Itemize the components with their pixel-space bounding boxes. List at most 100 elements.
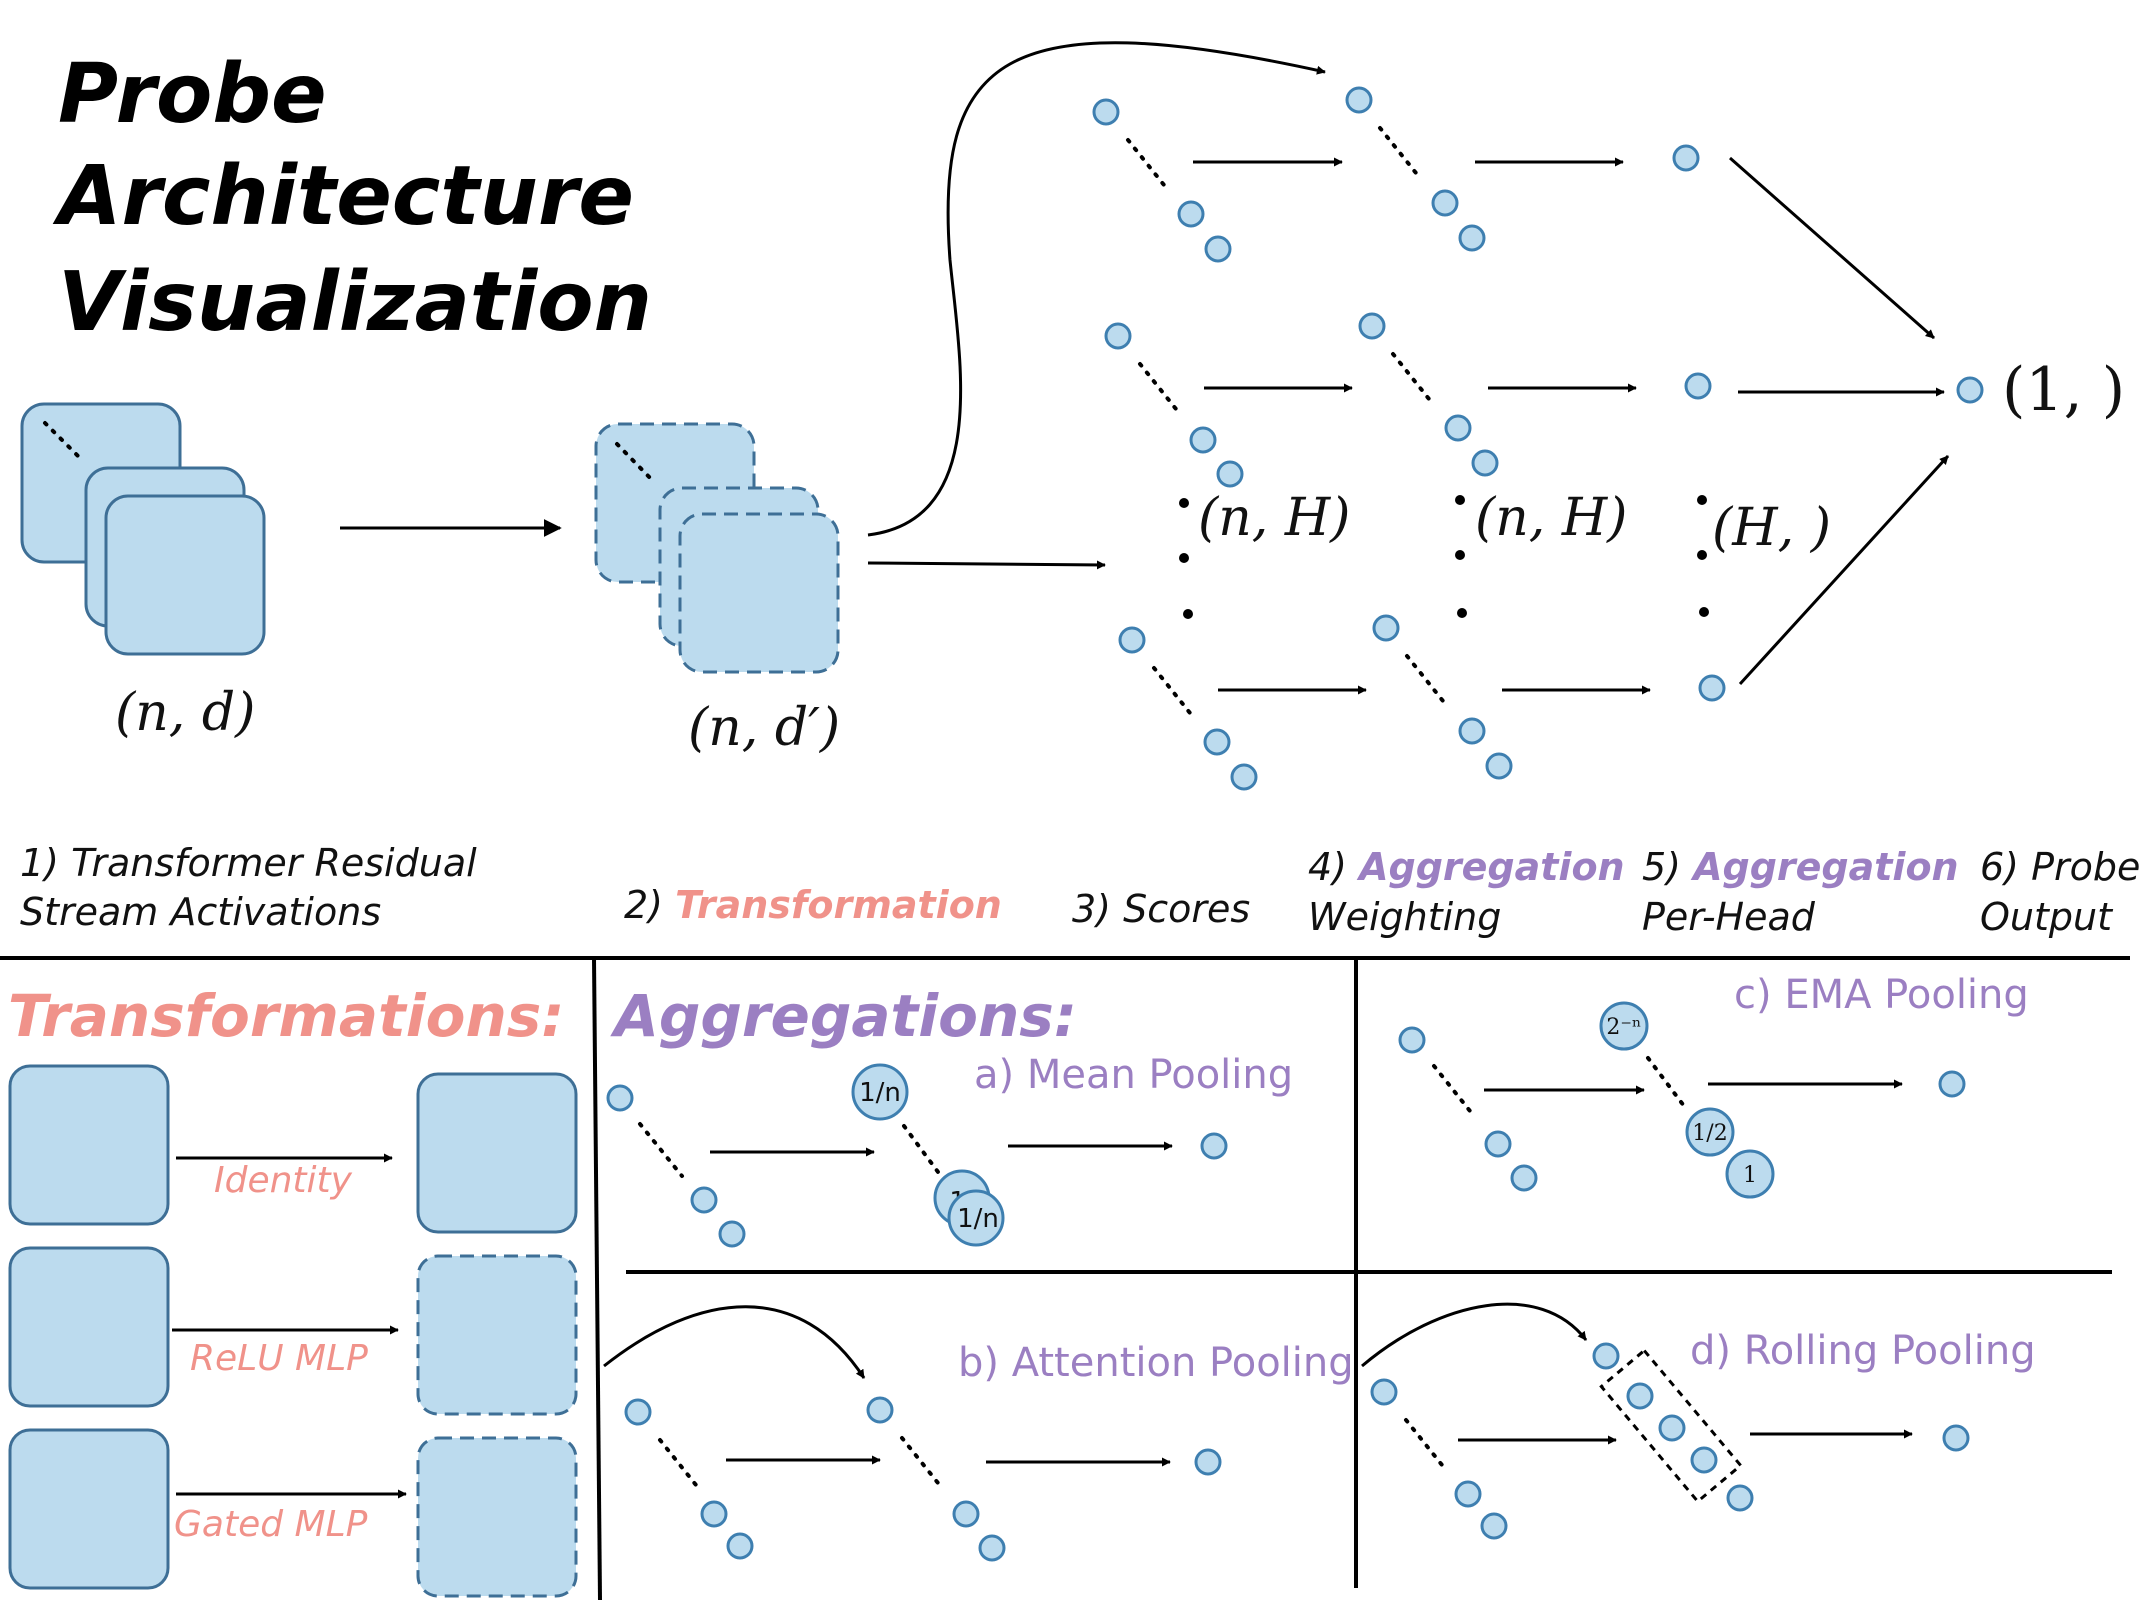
input-activations-stack: (n, d) — [20, 402, 266, 743]
score-node — [1216, 460, 1244, 488]
mean-weight-label: 1/n — [859, 1078, 901, 1108]
score-node — [1230, 763, 1258, 791]
transformed-activations-stack: (n, d′) — [594, 422, 840, 758]
stage-1-line-2: Stream Activations — [20, 890, 381, 934]
arrow-to-scores — [867, 560, 1106, 570]
output-node — [1956, 376, 1984, 404]
identity-input-square — [8, 1064, 170, 1226]
stage-4-line-2: Weighting — [1308, 895, 1501, 939]
stage-6-line-2: Output — [1980, 895, 2114, 939]
title-line-1: Probe — [58, 47, 327, 142]
stage-4-line-1: 4) Aggregation — [1308, 845, 1625, 889]
attention-weight-node — [866, 1396, 894, 1424]
transformation-identity: Identity — [8, 1064, 578, 1234]
score-node — [1203, 728, 1231, 756]
weight-node — [1431, 189, 1459, 217]
weight-head-middle — [1358, 312, 1499, 477]
weight-node — [1458, 224, 1486, 252]
mean-score-dots — [638, 1122, 684, 1178]
weight-node — [1458, 717, 1486, 745]
title-line-3: Visualization — [58, 255, 652, 350]
attention-weight-dots — [900, 1436, 944, 1490]
section-divider-left — [592, 957, 602, 1600]
weight-node — [1372, 614, 1400, 642]
mean-pooling: a) Mean Pooling 1/n 1/ 1/n — [606, 1052, 1293, 1248]
score-node — [1177, 200, 1205, 228]
rolling-weight-node — [1690, 1446, 1718, 1474]
weight-node — [1471, 449, 1499, 477]
score-node — [1189, 426, 1217, 454]
gated-output-square — [416, 1436, 578, 1598]
arrow-head-to-output-top — [1729, 156, 1935, 340]
attention-output-node — [1194, 1448, 1222, 1476]
per-head-ellipsis — [1697, 495, 1709, 617]
title-line-2: Architecture — [52, 149, 634, 244]
ema-score-node — [1398, 1026, 1426, 1054]
per-head-shape-label: (H, ) — [1712, 498, 1831, 558]
rolling-weight-node — [1726, 1484, 1754, 1512]
ema-weight-node — [1685, 1107, 1735, 1157]
transformations-panel: Transformations: Identity ReLU MLP Gated… — [8, 982, 578, 1598]
attention-score-node — [700, 1500, 728, 1528]
mean-pooling-label: a) Mean Pooling — [974, 1052, 1293, 1098]
ema-weight-first: 2⁻ⁿ — [1606, 1015, 1641, 1040]
rolling-score-node — [1370, 1378, 1398, 1406]
weight-dots — [1405, 654, 1449, 708]
transformed-dots — [615, 442, 656, 484]
transformed-square-front — [678, 512, 840, 674]
transformations-heading: Transformations: — [8, 982, 564, 1050]
weights-shape-label: (n, H) — [1475, 488, 1627, 548]
identity-label: Identity — [214, 1160, 353, 1201]
stage-labels: 1) Transformer Residual Stream Activatio… — [20, 841, 2140, 939]
weight-node — [1358, 312, 1386, 340]
curved-arrow-to-weighting — [867, 41, 1326, 537]
ema-score-dots — [1432, 1064, 1476, 1118]
score-head-middle — [1104, 322, 1244, 488]
gated-mlp-label: Gated MLP — [174, 1504, 368, 1545]
mean-weight-label: 1/n — [957, 1204, 999, 1234]
relu-input-square — [8, 1246, 170, 1408]
score-ellipsis — [1179, 498, 1193, 619]
ema-weight-dots — [1646, 1056, 1686, 1108]
per-head-node-bottom — [1698, 674, 1726, 702]
input-square-front — [104, 494, 266, 656]
transformed-shape-label: (n, d′) — [688, 698, 840, 758]
per-head-column: (H, ) — [1672, 144, 1831, 702]
stage-3-label: 3) Scores — [1072, 887, 1250, 931]
mean-weight-node — [851, 1063, 909, 1121]
score-dots — [1138, 362, 1182, 416]
score-dots — [1152, 666, 1196, 720]
mean-score-node — [718, 1220, 746, 1248]
ema-pooling-label: c) EMA Pooling — [1734, 972, 2029, 1018]
attention-pooling: b) Attention Pooling — [603, 1305, 1354, 1562]
weight-head-top — [1345, 86, 1486, 252]
ema-weight-one: 1 — [1743, 1163, 1757, 1188]
score-node — [1118, 626, 1146, 654]
output-shape-label: (1, ) — [2002, 355, 2125, 425]
weight-node — [1444, 414, 1472, 442]
rolling-score-node — [1454, 1480, 1482, 1508]
gated-input-square — [8, 1428, 170, 1590]
attention-pooling-label: b) Attention Pooling — [958, 1340, 1354, 1386]
main-title: Probe Architecture Visualization — [52, 47, 652, 350]
weight-node — [1485, 752, 1513, 780]
per-head-node-top — [1672, 144, 1700, 172]
attention-weight-node — [978, 1534, 1006, 1562]
aggregations-heading: Aggregations: — [610, 982, 1077, 1050]
stage-2-label: 2) Transformation — [624, 883, 1002, 927]
mean-score-node — [690, 1186, 718, 1214]
ema-score-node — [1510, 1164, 1538, 1192]
attention-score-node — [726, 1532, 754, 1560]
relu-output-square — [416, 1254, 578, 1416]
mean-weight-node — [947, 1189, 1005, 1247]
scores-column: (n, H) — [1092, 98, 1350, 791]
mean-output-node — [1200, 1132, 1228, 1160]
rolling-curved-arrow — [1361, 1302, 1588, 1368]
input-shape-label: (n, d) — [115, 683, 255, 743]
rolling-pooling-label: d) Rolling Pooling — [1690, 1328, 2036, 1374]
transformation-relu-mlp: ReLU MLP — [8, 1246, 578, 1416]
input-dots — [43, 421, 84, 462]
relu-mlp-label: ReLU MLP — [190, 1338, 368, 1379]
weight-dots — [1391, 352, 1435, 406]
